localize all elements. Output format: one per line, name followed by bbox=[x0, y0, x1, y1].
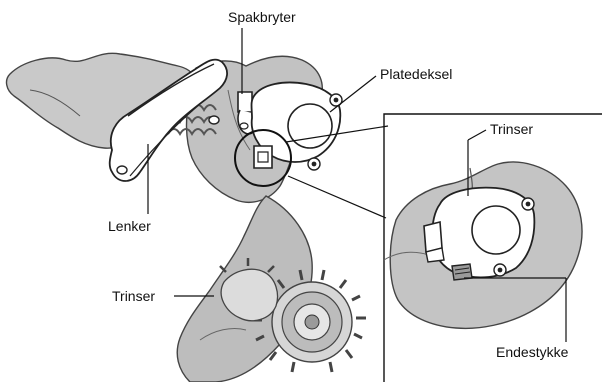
label-endestykke: Endestykke bbox=[496, 344, 568, 360]
connector-line bbox=[288, 176, 386, 218]
label-trinser-left: Trinser bbox=[112, 288, 155, 304]
label-spakbryter: Spakbryter bbox=[228, 9, 296, 25]
label-platedeksel: Platedeksel bbox=[380, 66, 452, 82]
inset-plate-cover bbox=[432, 188, 534, 278]
label-lenker: Lenker bbox=[108, 218, 151, 234]
leader-trinser-inset-cap bbox=[468, 130, 486, 140]
inset-lever bbox=[424, 222, 444, 262]
label-trinser-inset: Trinser bbox=[490, 121, 533, 137]
